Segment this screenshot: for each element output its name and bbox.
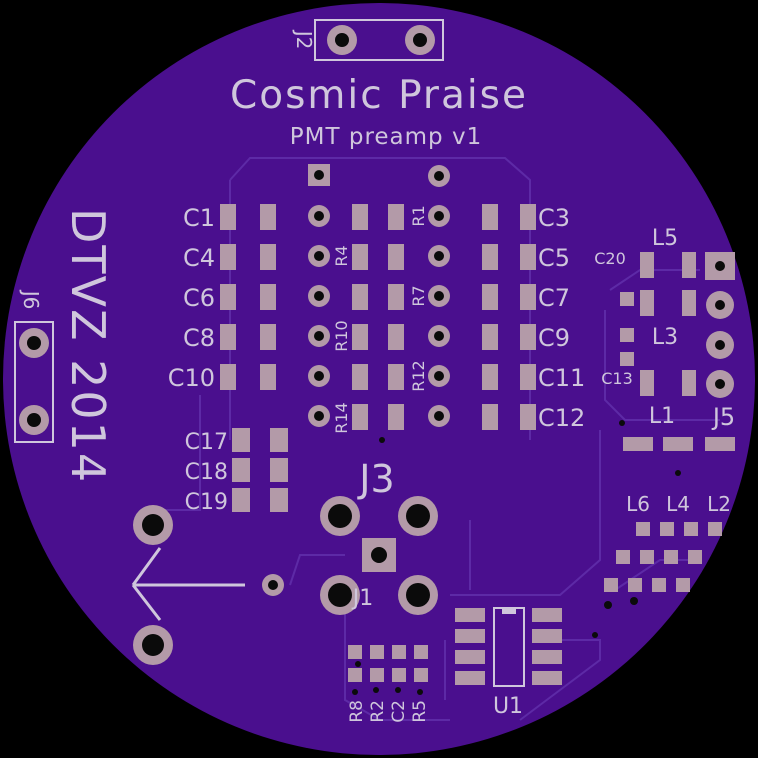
vias (352, 420, 681, 695)
label-c3: C3 (538, 204, 570, 232)
input-marker (133, 505, 284, 665)
label-c9: C9 (538, 324, 570, 352)
label-l3: L3 (652, 325, 678, 350)
label-c2: C2 (389, 700, 409, 723)
label-j3: J3 (357, 457, 394, 501)
board-outline (3, 3, 755, 755)
j5-holes (715, 261, 725, 389)
capacitor-pads-c17-c19 (232, 428, 288, 512)
label-r1: R1 (409, 205, 428, 226)
label-c10: C10 (168, 364, 215, 392)
through-hole-pads (308, 164, 450, 427)
label-j2: J2 (292, 29, 316, 50)
label-r12: R12 (409, 360, 428, 391)
j3-connector (320, 496, 438, 615)
label-l1: L1 (649, 404, 675, 429)
label-c19: C19 (185, 490, 228, 515)
label-r2: R2 (368, 700, 388, 723)
label-c12: C12 (538, 404, 585, 432)
label-c5: C5 (538, 244, 570, 272)
label-c18: C18 (185, 460, 228, 485)
arrow-icon (131, 547, 245, 621)
label-l5: L5 (652, 226, 678, 251)
label-u1: U1 (493, 694, 523, 719)
label-j1: J1 (351, 586, 374, 611)
capacitor-pads-left (220, 204, 276, 390)
label-l6: L6 (626, 492, 650, 516)
label-r8: R8 (347, 700, 367, 723)
label-j6: J6 (19, 289, 43, 310)
label-r14: R14 (332, 402, 351, 433)
label-l2: L2 (707, 492, 731, 516)
label-l4: L4 (666, 492, 690, 516)
label-j5: J5 (711, 403, 735, 431)
label-c20: C20 (594, 249, 626, 268)
bottom-small-pads (348, 645, 428, 682)
label-c7: C7 (538, 284, 570, 312)
label-c13: C13 (601, 369, 633, 388)
inductor-pads-bottom-right (604, 522, 722, 592)
vertical-text: DTVZ 2014 (61, 208, 115, 484)
capacitor-pads-right (482, 204, 536, 430)
label-r7: R7 (409, 285, 428, 306)
label-c1: C1 (183, 204, 215, 232)
j2-connector (314, 19, 444, 61)
label-c17: C17 (185, 430, 228, 455)
resistor-pads-mid (352, 204, 404, 430)
label-r5: R5 (410, 700, 430, 723)
label-c4: C4 (183, 244, 215, 272)
label-c11: C11 (538, 364, 585, 392)
label-c6: C6 (183, 284, 215, 312)
board-title: Cosmic Praise (230, 73, 528, 118)
j6-connector (14, 321, 54, 443)
board-subtitle: PMT preamp v1 (290, 124, 482, 150)
label-c8: C8 (183, 324, 215, 352)
label-r4: R4 (332, 245, 351, 266)
label-r10: R10 (332, 320, 351, 351)
inductor-section-pads (620, 252, 735, 451)
u1-chip (455, 607, 562, 687)
